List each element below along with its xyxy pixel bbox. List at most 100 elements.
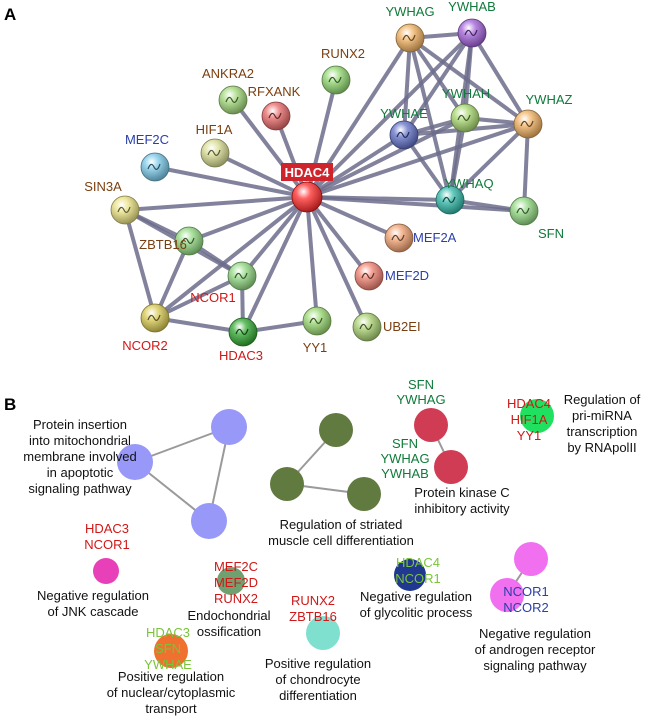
- term-node-androgen-1[interactable]: [514, 542, 548, 576]
- node-ub2ei[interactable]: UB2EI: [352, 312, 421, 342]
- node-sfn[interactable]: SFN: [509, 196, 564, 241]
- node-label-sfn: SFN: [538, 226, 564, 241]
- node-ncor1[interactable]: NCOR1: [190, 261, 257, 305]
- hub-label-bg: [281, 163, 333, 181]
- term-node-pkc-1[interactable]: [414, 408, 448, 442]
- node-label-mef2c: MEF2C: [125, 132, 169, 147]
- term-node-pkc-2[interactable]: [434, 450, 468, 484]
- edge-HDAC4-ywhab: [305, 31, 474, 199]
- edge-HDAC4-sin3a: [123, 195, 309, 212]
- term-node-nuclear-transport[interactable]: [154, 634, 188, 668]
- node-ncor2[interactable]: NCOR2: [122, 303, 170, 353]
- protein-structure-icon: [117, 206, 131, 213]
- protein-structure-icon: [396, 131, 410, 138]
- edge-YWHAB-ywhaz: [470, 31, 530, 126]
- protein-structure-icon: [309, 317, 323, 324]
- node-ywhae[interactable]: YWHAE: [380, 106, 428, 150]
- term-node-striated-1[interactable]: [319, 413, 353, 447]
- node-ball: [395, 23, 425, 53]
- node-label-ncor1: NCOR1: [190, 290, 236, 305]
- edge-HDAC4-sfn: [305, 195, 526, 213]
- node-ball: [389, 120, 419, 150]
- term-node-protein-insertion-2[interactable]: [211, 409, 247, 445]
- node-zbtb16[interactable]: ZBTB16: [139, 226, 204, 256]
- node-hdac3[interactable]: HDAC3: [219, 317, 263, 363]
- edge-YWHAB-ywhae: [402, 31, 474, 137]
- node-label-ub2ei: UB2EI: [383, 319, 421, 334]
- node-ankra2[interactable]: ANKRA2: [202, 66, 254, 115]
- term-node-pri-mirna[interactable]: [520, 399, 554, 433]
- node-ball: [354, 261, 384, 291]
- node-ywhab[interactable]: YWHAB: [448, 0, 496, 48]
- protein-structure-icon: [207, 149, 221, 156]
- node-ball: [457, 18, 487, 48]
- edge-YWHAZ-sfn: [522, 122, 530, 213]
- term-node-protein-insertion-1[interactable]: [117, 444, 153, 480]
- term-node-protein-insertion-3[interactable]: [191, 503, 227, 539]
- node-ball: [384, 223, 414, 253]
- node-label-ankra2: ANKRA2: [202, 66, 254, 81]
- term-node-chondrocyte[interactable]: [306, 616, 340, 650]
- protein-structure-icon: [391, 234, 405, 241]
- node-ywhaz[interactable]: YWHAZ: [513, 92, 573, 139]
- protein-structure-icon: [520, 120, 534, 127]
- edge-HDAC4-ncor1: [240, 195, 309, 278]
- protein-structure-icon: [235, 328, 249, 335]
- protein-structure-icon: [442, 196, 456, 203]
- node-label-mef2d: MEF2D: [385, 268, 429, 283]
- node-rfxank[interactable]: RFXANK: [248, 84, 301, 131]
- node-runx2[interactable]: RUNX2: [321, 46, 365, 95]
- node-hif1a[interactable]: HIF1A: [196, 122, 233, 168]
- protein-structure-icon: [328, 76, 342, 83]
- term-node-androgen-2[interactable]: [490, 578, 524, 612]
- node-label-ywhaq: YWHAQ: [444, 176, 493, 191]
- node-yy1[interactable]: YY1: [302, 306, 332, 355]
- edge-NCOR2-ncor1: [153, 274, 244, 320]
- node-mef2a[interactable]: MEF2A: [384, 223, 457, 253]
- term-node-endochondral[interactable]: [217, 567, 245, 595]
- node-ywhaq[interactable]: YWHAQ: [435, 176, 494, 215]
- edge-HDAC4-ncor2: [153, 195, 309, 320]
- node-ball: [352, 312, 382, 342]
- term-node-striated-2[interactable]: [270, 467, 304, 501]
- node-ywhah[interactable]: YWHAH: [442, 86, 490, 133]
- node-ball: [509, 196, 539, 226]
- protein-structure-icon: [464, 29, 478, 36]
- protein-structure-icon: [516, 207, 530, 214]
- protein-structure-icon: [359, 323, 373, 330]
- node-hdac4-hub[interactable]: HDAC4: [281, 163, 333, 213]
- node-ywhag[interactable]: YWHAG: [385, 4, 435, 53]
- protein-structure-icon: [234, 272, 248, 279]
- edge-YWHAG-ywhae: [402, 36, 412, 137]
- node-mef2c[interactable]: MEF2C: [125, 132, 170, 182]
- node-sin3a[interactable]: SIN3A: [84, 179, 140, 225]
- node-ball: [140, 152, 170, 182]
- term-node-striated-3[interactable]: [347, 477, 381, 511]
- edge-HDAC4-hdac3: [241, 195, 309, 334]
- panel-b-label: B: [4, 395, 16, 414]
- term-node-jnk[interactable]: [93, 558, 119, 584]
- node-label-ncor2: NCOR2: [122, 338, 168, 353]
- node-label-ywhab: YWHAB: [448, 0, 496, 14]
- node-ball: [261, 101, 291, 131]
- term-node-glycolytic[interactable]: [394, 559, 426, 591]
- node-mef2d[interactable]: MEF2D: [354, 261, 429, 291]
- node-label-ywhag: YWHAG: [385, 4, 434, 19]
- node-ball: [435, 185, 465, 215]
- edge-YWHAZ-ywhaq: [448, 122, 530, 202]
- protein-structure-icon: [268, 112, 282, 119]
- edge-SIN3A-ncor2: [123, 208, 157, 320]
